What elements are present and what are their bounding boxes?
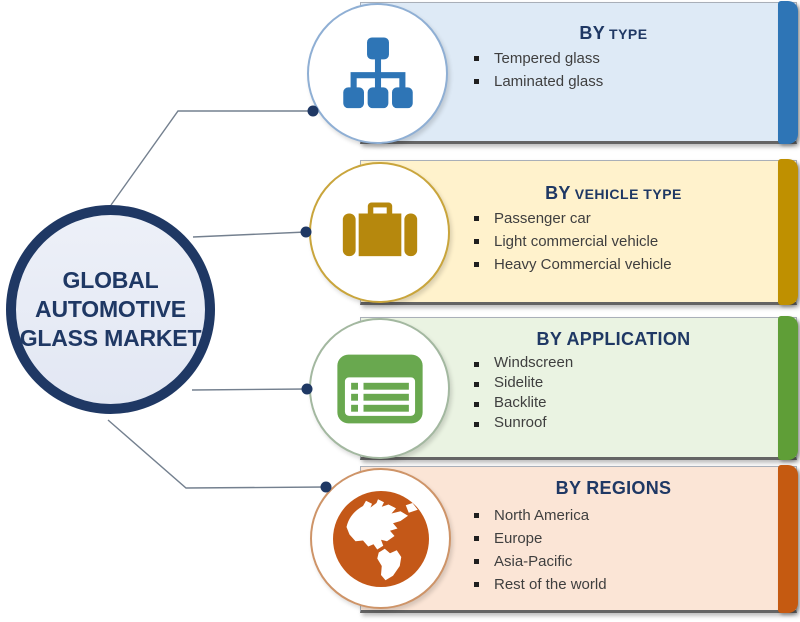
segment-item: Laminated glass	[461, 70, 766, 93]
segment-title-main: BY APPLICATION	[536, 329, 691, 349]
hierarchy-icon	[342, 36, 413, 108]
segment-item: Europe	[461, 527, 766, 550]
segment-title-small: TYPE	[609, 26, 648, 42]
segment-list-by-type: Tempered glass Laminated glass	[461, 47, 766, 93]
segment-item: Windscreen	[461, 353, 766, 373]
panel-accent-bar	[778, 316, 798, 460]
panel-accent-bar	[778, 465, 798, 613]
hierarchy-icon-circle	[307, 3, 448, 144]
segment-item: Sidelite	[461, 373, 766, 393]
globe-americas-icon	[332, 490, 429, 587]
segment-item: Passenger car	[461, 207, 766, 230]
segment-item: North America	[461, 504, 766, 527]
segment-list-by-application: Windscreen Sidelite Backlite Sunroof	[461, 353, 766, 433]
panel-accent-bar	[778, 159, 798, 305]
hub-title-line: GLOBAL	[62, 267, 159, 293]
segment-item: Backlite	[461, 393, 766, 413]
central-hub: GLOBAL AUTOMOTIVE GLASS MARKET	[6, 205, 215, 414]
list-icon	[336, 354, 423, 423]
segment-title-small: VEHICLE TYPE	[574, 186, 682, 202]
segment-title-by-regions: BY REGIONS	[461, 478, 766, 499]
segment-title-by-application: BY APPLICATION	[461, 329, 766, 350]
segment-item: Rest of the world	[461, 573, 766, 596]
segment-panel-by-application-content: BY APPLICATION Windscreen Sidelite Backl…	[361, 329, 796, 433]
segment-item: Heavy Commercial vehicle	[461, 253, 766, 276]
globe-icon-circle	[310, 468, 451, 609]
hub-title-line: GLASS MARKET	[19, 325, 202, 351]
segment-title-main: BY	[545, 183, 571, 203]
segment-item: Sunroof	[461, 413, 766, 433]
segment-title-main: BY REGIONS	[555, 478, 672, 498]
segment-panel-by-regions-content: BY REGIONS North America Europe Asia-Pac…	[361, 478, 796, 596]
segment-item: Light commercial vehicle	[461, 230, 766, 253]
segment-title-main: BY	[579, 23, 606, 43]
segment-item: Tempered glass	[461, 47, 766, 70]
hub-title: GLOBAL AUTOMOTIVE GLASS MARKET	[20, 266, 202, 353]
segment-item: Asia-Pacific	[461, 550, 766, 573]
panel-accent-bar	[778, 1, 798, 144]
segment-list-by-regions: North America Europe Asia-Pacific Rest o…	[461, 504, 766, 596]
hub-title-line: AUTOMOTIVE	[35, 296, 186, 322]
briefcase-icon	[342, 202, 417, 256]
segment-list-by-vehicle-type: Passenger car Light commercial vehicle H…	[461, 207, 766, 276]
briefcase-icon-circle	[309, 162, 450, 303]
list-icon-circle	[309, 318, 450, 459]
